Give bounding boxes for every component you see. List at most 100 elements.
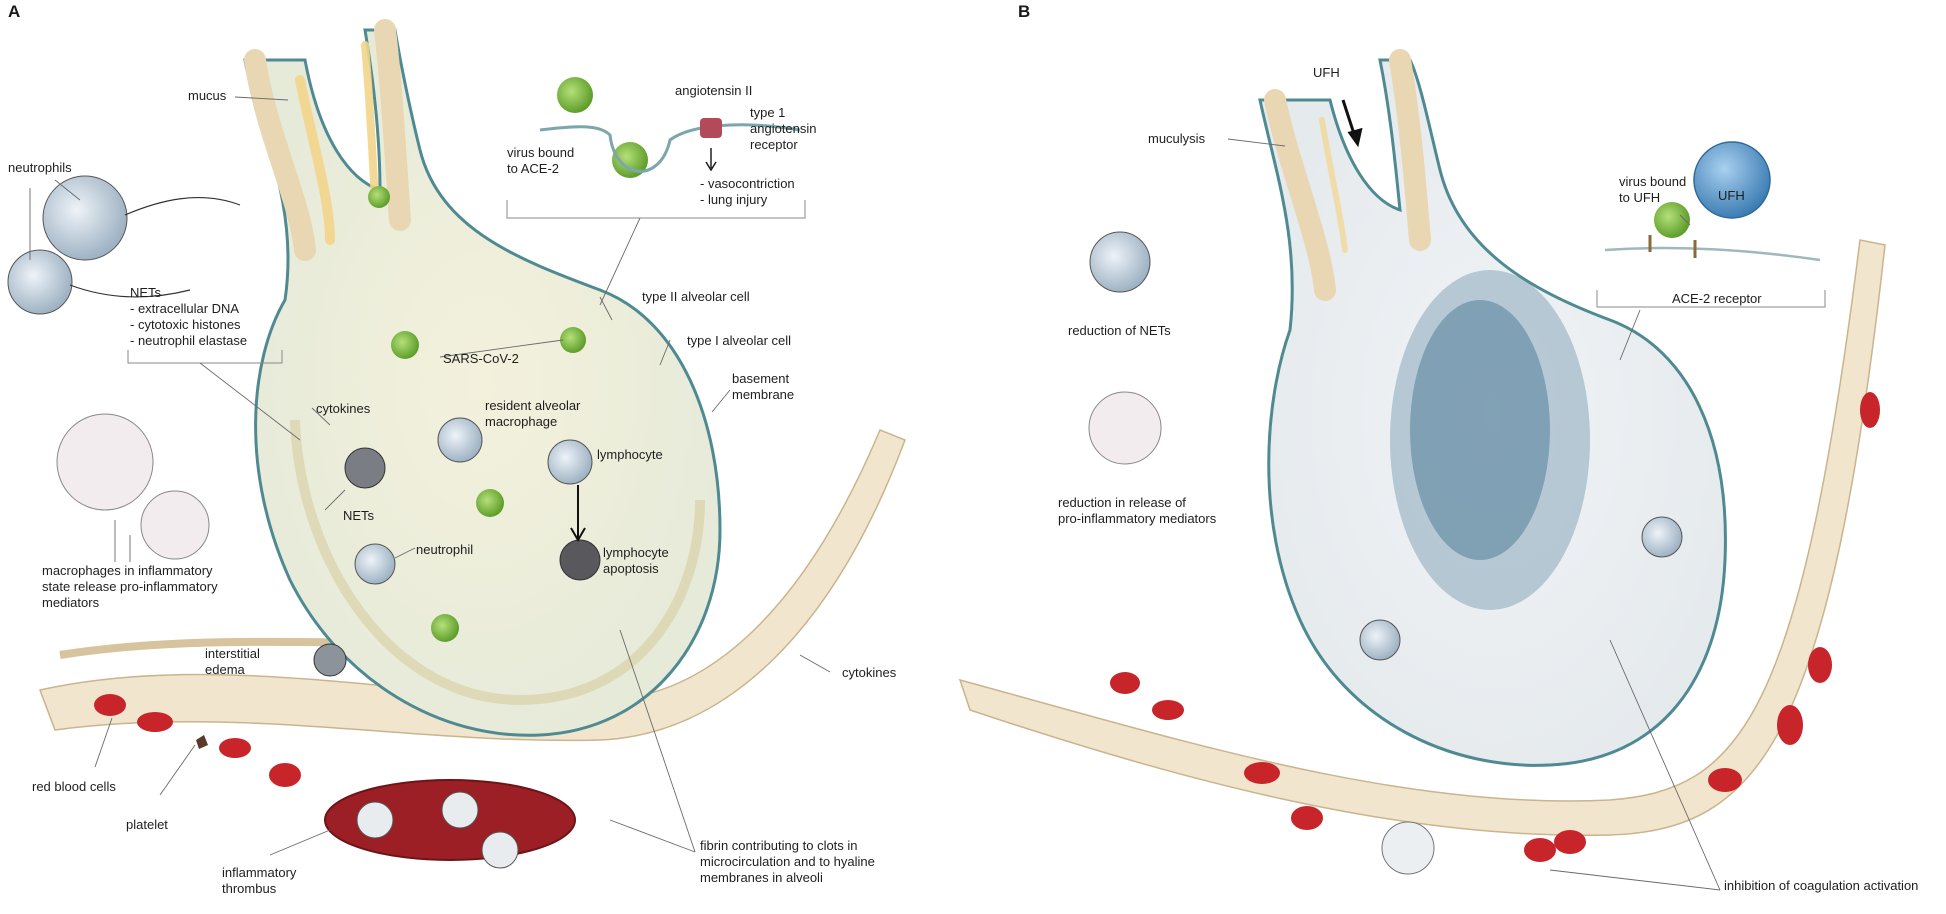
label-inflammatory-thrombus: inflammatory thrombus — [222, 865, 297, 896]
label-effect-1: - vasocontriction — [700, 176, 795, 191]
label-ufh-cell: UFH — [1718, 188, 1745, 203]
label-reduction-nets: reduction of NETs — [1068, 323, 1171, 338]
thrombus-cell-2 — [441, 791, 479, 829]
label-lymphocyte-apoptosis: lymphocyte apoptosis — [603, 545, 669, 576]
capillary-b — [958, 239, 1886, 837]
ace2-receptor-shape — [1648, 235, 1697, 258]
label-ufh-arrow: UFH — [1313, 65, 1340, 80]
neutrophil-inner-cell — [354, 543, 396, 585]
airway-epithelium-left-b — [1264, 89, 1336, 301]
label-cytokines-inner: cytokines — [316, 401, 371, 416]
rbc-3 — [219, 738, 251, 758]
rbc-2 — [137, 712, 173, 732]
rbc-b6 — [1554, 830, 1586, 854]
heparin-cloud-core — [1410, 300, 1550, 560]
label-type2-cell: type II alveolar cell — [642, 289, 750, 304]
rbc-b9 — [1808, 647, 1832, 683]
panel-a-letter: A — [8, 2, 21, 21]
resident-macrophage-cell — [437, 417, 483, 463]
label-nets-item-2: - cytotoxic histones — [130, 317, 241, 332]
label-angiotensin-ii: angiotensin II — [675, 83, 753, 98]
virus-inner-5 — [368, 186, 390, 208]
label-cytokines-outer: cytokines — [842, 665, 897, 680]
virus-inner-1 — [391, 331, 419, 359]
macrophage-1 — [56, 413, 154, 511]
label-fibrin: fibrin contributing to clots in microcir… — [700, 838, 875, 885]
label-neutrophil: neutrophil — [416, 542, 474, 557]
ufh-cell — [1693, 141, 1771, 219]
platelet-shape — [196, 735, 208, 749]
net-neutrophil-cell — [344, 447, 386, 489]
airway-epithelium-right-a — [374, 19, 411, 231]
label-inhibition: inhibition of coagulation activation — [1724, 878, 1919, 893]
net-fibers — [69, 196, 241, 298]
label-red-blood-cells: red blood cells — [32, 779, 116, 794]
virus-inner-2 — [560, 327, 586, 353]
virus-inner-4 — [431, 614, 459, 642]
label-virus-bound-ace2: virus bound to ACE-2 — [507, 145, 575, 176]
apoptotic-lymphocyte-cell — [559, 539, 601, 581]
leader-lines — [29, 96, 1826, 891]
mucus-layer-a — [295, 75, 335, 245]
label-at1-receptor: type 1 angiotensin receptor — [750, 105, 817, 152]
label-interstitial-edema: interstitial edema — [205, 646, 260, 677]
lymphocyte-cell — [547, 439, 593, 485]
edge-cell-a — [313, 643, 347, 677]
label-ace2-receptor: ACE-2 receptor — [1672, 291, 1762, 306]
rbc-4 — [269, 763, 301, 787]
label-mucus: mucus — [188, 88, 227, 103]
thrombus-cell-3 — [481, 831, 519, 869]
rbc-b4 — [1291, 806, 1323, 830]
inner-cell-b1 — [1359, 619, 1401, 661]
label-macrophages-inflammatory: macrophages in inflammatory state releas… — [42, 563, 218, 610]
label-neutrophils: neutrophils — [8, 160, 72, 175]
neutrophil-cell-b — [1089, 231, 1151, 293]
virus-inset-1 — [557, 77, 593, 113]
airway-epithelium-left-a — [244, 49, 316, 261]
thrombus-cell-1 — [356, 801, 394, 839]
virus-inset-2 — [612, 142, 648, 178]
virus-inner-3 — [476, 489, 504, 517]
label-nets-item-1: - extracellular DNA — [130, 301, 240, 316]
rbc-b10 — [1860, 392, 1880, 428]
label-basement-membrane: basement membrane — [732, 371, 795, 402]
label-nets-title: NETs — [130, 285, 162, 300]
heparin-cloud — [1390, 270, 1590, 610]
rbc-b1 — [1110, 672, 1140, 694]
at1-receptor-shape — [700, 118, 722, 138]
neutrophil-cell-2 — [7, 249, 73, 315]
rbc-b3 — [1244, 762, 1280, 784]
macrophage-2 — [140, 490, 210, 560]
label-effect-2: - lung injury — [700, 192, 768, 207]
label-reduction-mediators: reduction in release of pro-inflammatory… — [1058, 495, 1217, 526]
panel-a-drawing — [7, 19, 906, 869]
hyaline-membrane — [290, 419, 705, 706]
label-nets-item-3: - neutrophil elastase — [130, 333, 248, 348]
label-type1-cell: type I alveolar cell — [687, 333, 792, 348]
label-resident-macrophage: resident alveolar macrophage — [485, 398, 581, 429]
neutrophil-cell-1 — [42, 175, 128, 261]
mucus-layer-2-a — [361, 41, 379, 204]
inner-cell-b2 — [1641, 516, 1683, 558]
macrophage-b — [1088, 391, 1162, 465]
label-muculysis: muculysis — [1148, 131, 1206, 146]
panel-b-drawing — [958, 49, 1886, 875]
label-platelet: platelet — [126, 817, 168, 832]
panel-b-letter: B — [1018, 2, 1031, 21]
mucus-layer-b — [1319, 117, 1348, 253]
rbc-b7 — [1708, 768, 1742, 792]
alveolus-b — [1258, 58, 1727, 767]
capillary-cell-b — [1381, 821, 1435, 875]
rbc-b5 — [1524, 838, 1556, 862]
rbc-b2 — [1152, 700, 1184, 720]
rbc-b8 — [1777, 705, 1803, 745]
label-virus-bound-ufh: virus bound to UFH — [1619, 174, 1687, 205]
virus-ufh — [1654, 202, 1690, 238]
membrane-inset-b — [1604, 246, 1821, 262]
label-sars-cov2: SARS-CoV-2 — [443, 351, 519, 366]
cell-membrane-inset — [539, 123, 801, 173]
label-lymphocyte: lymphocyte — [597, 447, 663, 462]
airway-epithelium-right-b — [1389, 49, 1431, 251]
